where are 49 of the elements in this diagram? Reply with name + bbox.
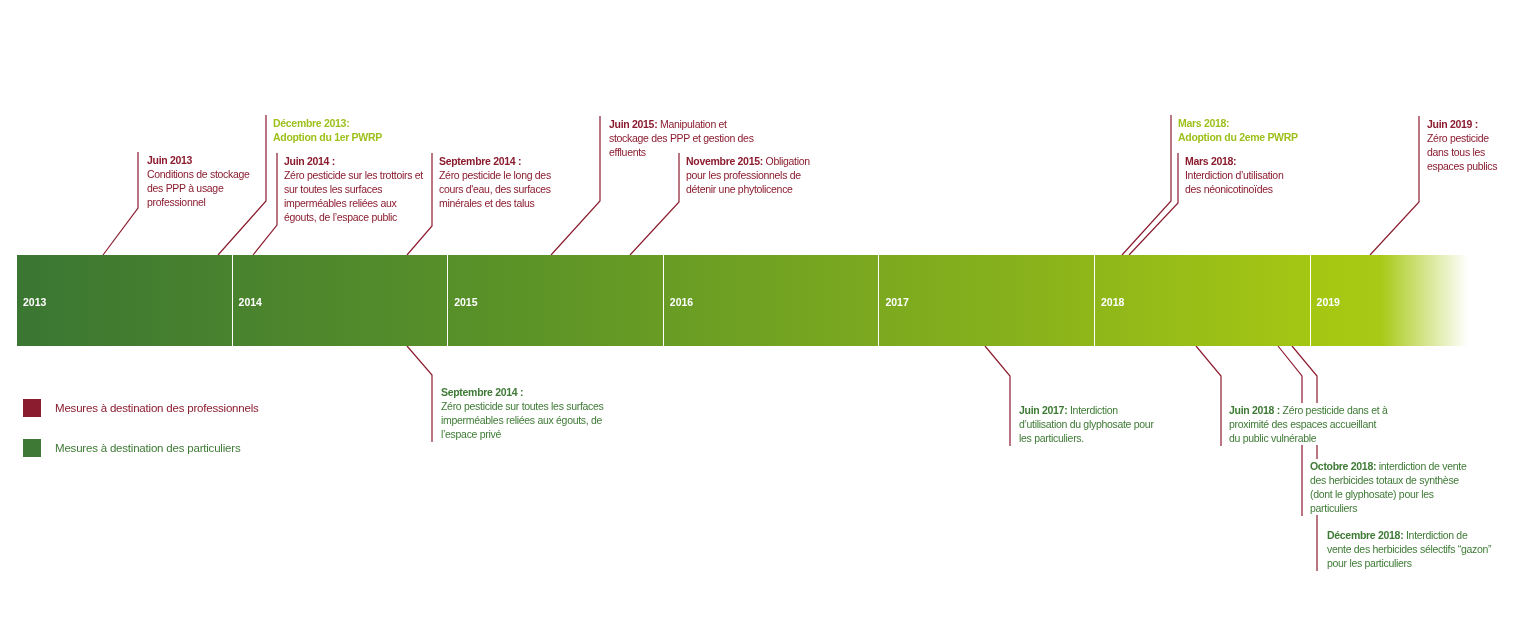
event-note: Octobre 2018: interdiction de vente des herbicides totaux de synthèse (dont le glyphosate) pour les particuliers — [1310, 459, 1470, 515]
event-description: Adoption du 2eme PWRP — [1178, 130, 1299, 144]
year-segment — [448, 255, 663, 346]
event-note: Juin 2017: Interdiction d’utilisation du glyphosate pour les particuliers. — [1019, 403, 1164, 445]
year-label: 2014 — [238, 296, 262, 308]
legend-label: Mesures à destination des professionnels — [55, 402, 259, 414]
year-label: 2017 — [885, 296, 909, 308]
leader-line — [406, 345, 433, 443]
year-segment — [879, 255, 1094, 346]
year-segment — [663, 255, 879, 346]
year-label: 2019 — [1316, 296, 1340, 308]
year-label: 2018 — [1101, 296, 1125, 308]
leader-line — [252, 152, 278, 256]
year-segment — [232, 255, 448, 346]
event-note: Juin 2018 : Zéro pesticide dans et à proximité des espaces accueillant du public vulnérable — [1229, 403, 1389, 445]
leader-line — [1128, 152, 1179, 256]
event-note: Décembre 2018: Interdiction de vente des herbicides sélectifs “gazon” pour les particuliers — [1327, 528, 1492, 570]
year-label: 2015 — [454, 296, 478, 308]
year-segment — [1310, 255, 1468, 346]
event-date: Juin 2014 : — [284, 154, 336, 168]
event-description: Zéro pesticide sur les trottoirs et sur toutes les surfaces imperméables reliées aux égouts, de l’espace public — [284, 168, 424, 224]
event-date: Juin 2013 — [147, 153, 194, 167]
leader-line — [406, 152, 433, 256]
event-date: Mars 2018: — [1178, 116, 1231, 130]
year-segment — [1095, 255, 1310, 346]
event-note: Novembre 2015: Obligation pour les professionnels de détenir une phytolicence — [686, 154, 826, 196]
leader-line — [629, 152, 680, 256]
leader-line — [1121, 114, 1172, 256]
event-description: Conditions de stockage des PPP à usage professionnel — [147, 167, 251, 209]
event-description: Zéro pesticide dans tous les espaces publics — [1427, 131, 1499, 173]
event-date: Juin 2019 : — [1427, 117, 1479, 131]
leader-line — [1369, 115, 1420, 256]
event-date: Décembre 2013: — [273, 116, 351, 130]
event-description: Adoption du 1er PWRP — [273, 130, 383, 144]
event-date: Septembre 2014 : — [439, 154, 523, 168]
event-description: Interdiction d’utilisation des néonicotinoïdes — [1185, 168, 1285, 196]
year-label: 2016 — [669, 296, 694, 308]
leader-line — [1195, 345, 1222, 447]
year-segment — [17, 255, 232, 346]
event-date: Mars 2018: — [1185, 154, 1238, 168]
event-date: Septembre 2014 : — [441, 385, 525, 399]
event-description: Zéro pesticide sur toutes les surfaces imperméables reliées aux égouts, de l’espace privé — [441, 399, 605, 441]
leader-line — [102, 151, 139, 256]
year-label: 2013 — [23, 296, 47, 308]
leader-line — [217, 114, 267, 256]
legend-label: Mesures à destination des particuliers — [55, 442, 241, 454]
event-description: Zéro pesticide le long des cours d'eau, des surfaces minérales et des talus — [439, 168, 552, 210]
leader-line — [550, 115, 601, 256]
leader-line — [984, 345, 1011, 447]
